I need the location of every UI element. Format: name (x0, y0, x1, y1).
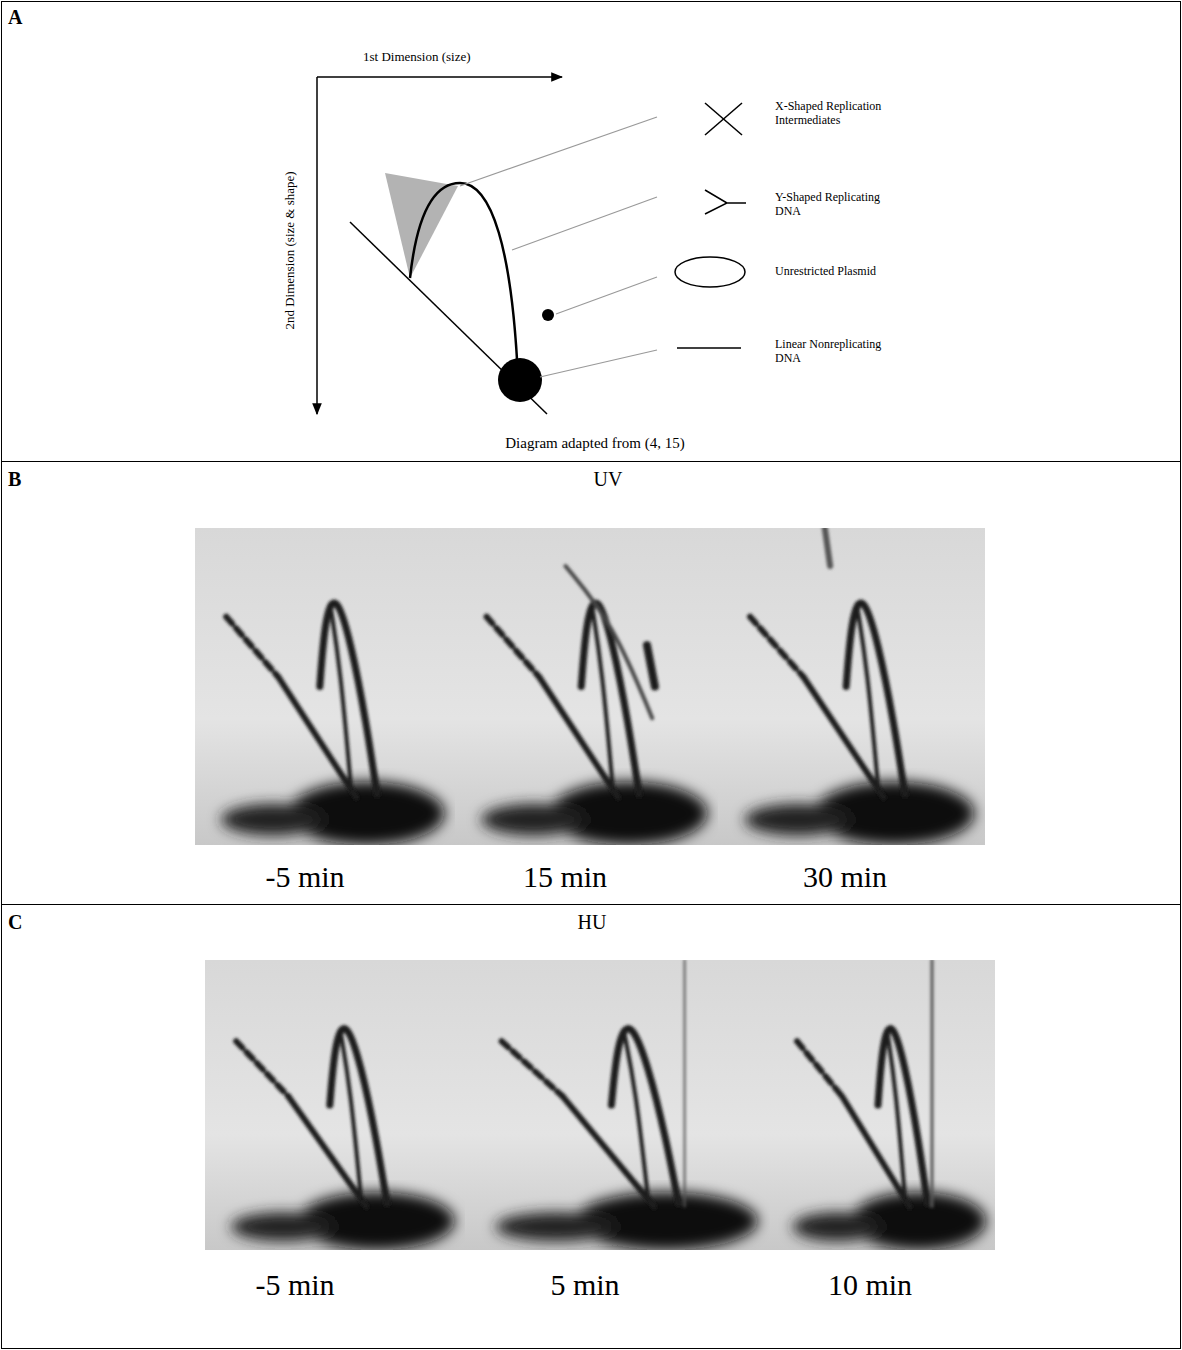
linear-diagonal (502, 1041, 563, 1096)
blot-image (195, 528, 455, 845)
y-arc-inner (340, 1030, 361, 1198)
axis-arrow (317, 76, 562, 78)
vertical-streak (931, 960, 934, 1207)
blob-smear (221, 804, 325, 836)
blob-smear (481, 804, 586, 836)
blot-image (718, 528, 985, 845)
linear-diagonal (750, 617, 803, 677)
y-arc (330, 1029, 387, 1204)
blob-smear (231, 1212, 335, 1241)
time-label: -5 min (265, 860, 344, 895)
linear-symbol (677, 347, 741, 349)
legend-label: X-Shaped Replication Intermediates (775, 100, 907, 128)
blot-background (770, 960, 995, 1250)
y-arc-inner (624, 1030, 648, 1198)
legend-label: Linear Nonreplicating DNA (775, 338, 897, 366)
spot-streak (647, 645, 655, 686)
blot-background (465, 960, 770, 1250)
time-label: 5 min (550, 1268, 619, 1303)
panel-heading: HU (578, 911, 607, 934)
y-arc (410, 183, 518, 378)
x-shaped-region (385, 173, 458, 278)
y-arc-inner (592, 604, 613, 788)
blot-image (455, 528, 718, 845)
linear-spot (498, 358, 542, 402)
blot-background (195, 528, 455, 845)
y-symbol (705, 190, 746, 214)
blot-background (718, 528, 985, 845)
blot-background (205, 960, 465, 1250)
time-label: 15 min (523, 860, 607, 895)
axis-arrow (316, 77, 318, 414)
linear-diagonal (563, 1096, 655, 1206)
y-arc (581, 603, 639, 794)
time-label: 30 min (803, 860, 887, 895)
leader-line (556, 277, 657, 314)
figure-panel: B UV (1, 461, 1181, 905)
time-label: -5 min (255, 1268, 334, 1303)
linear-diagonal (797, 1041, 842, 1096)
linear-diagonal (350, 222, 547, 414)
y-arc-inner (330, 604, 351, 788)
source-note: Diagram adapted from (4, 15) (505, 435, 685, 452)
blot-image (465, 960, 770, 1250)
blob-smear (745, 804, 852, 836)
y-arc (846, 603, 905, 794)
axis-label: 2nd Dimension (size & shape) (283, 171, 298, 329)
legend-label: Y-Shaped Replicating DNA (775, 191, 887, 219)
y-arc-inner (857, 604, 878, 788)
y-arc (611, 1029, 678, 1204)
y-arc (320, 603, 377, 794)
y-arc (878, 1029, 928, 1204)
linear-diagonal (487, 617, 540, 677)
y-arc-inner (887, 1030, 905, 1198)
blob-smear (496, 1212, 618, 1241)
blot-image (770, 960, 995, 1250)
schematic (317, 77, 746, 414)
x-symbol (705, 103, 742, 135)
panel-heading: UV (594, 468, 623, 491)
x-symbol (705, 103, 742, 135)
blob-smear (793, 1212, 883, 1241)
leader-line (460, 117, 657, 186)
plasmid-symbol (675, 257, 745, 287)
extra-arc (565, 566, 652, 718)
blot-images (195, 528, 995, 1250)
panel-letter: B (8, 468, 21, 491)
leader-line (540, 350, 657, 377)
figure-panel: A (1, 1, 1181, 462)
leader-line (512, 197, 657, 250)
vertical-streak (684, 960, 686, 1207)
axis-label: 1st Dimension (size) (363, 50, 471, 65)
blot-image (205, 960, 465, 1250)
blot-background (455, 528, 718, 845)
plasmid-spot (542, 309, 554, 321)
linear-diagonal (236, 1041, 288, 1096)
time-label: 10 min (828, 1268, 912, 1303)
linear-diagonal (226, 617, 278, 677)
panel-letter: C (8, 911, 22, 934)
top-streak (825, 528, 830, 566)
legend-label: Unrestricted Plasmid (775, 265, 925, 279)
panel-letter: A (8, 6, 22, 29)
